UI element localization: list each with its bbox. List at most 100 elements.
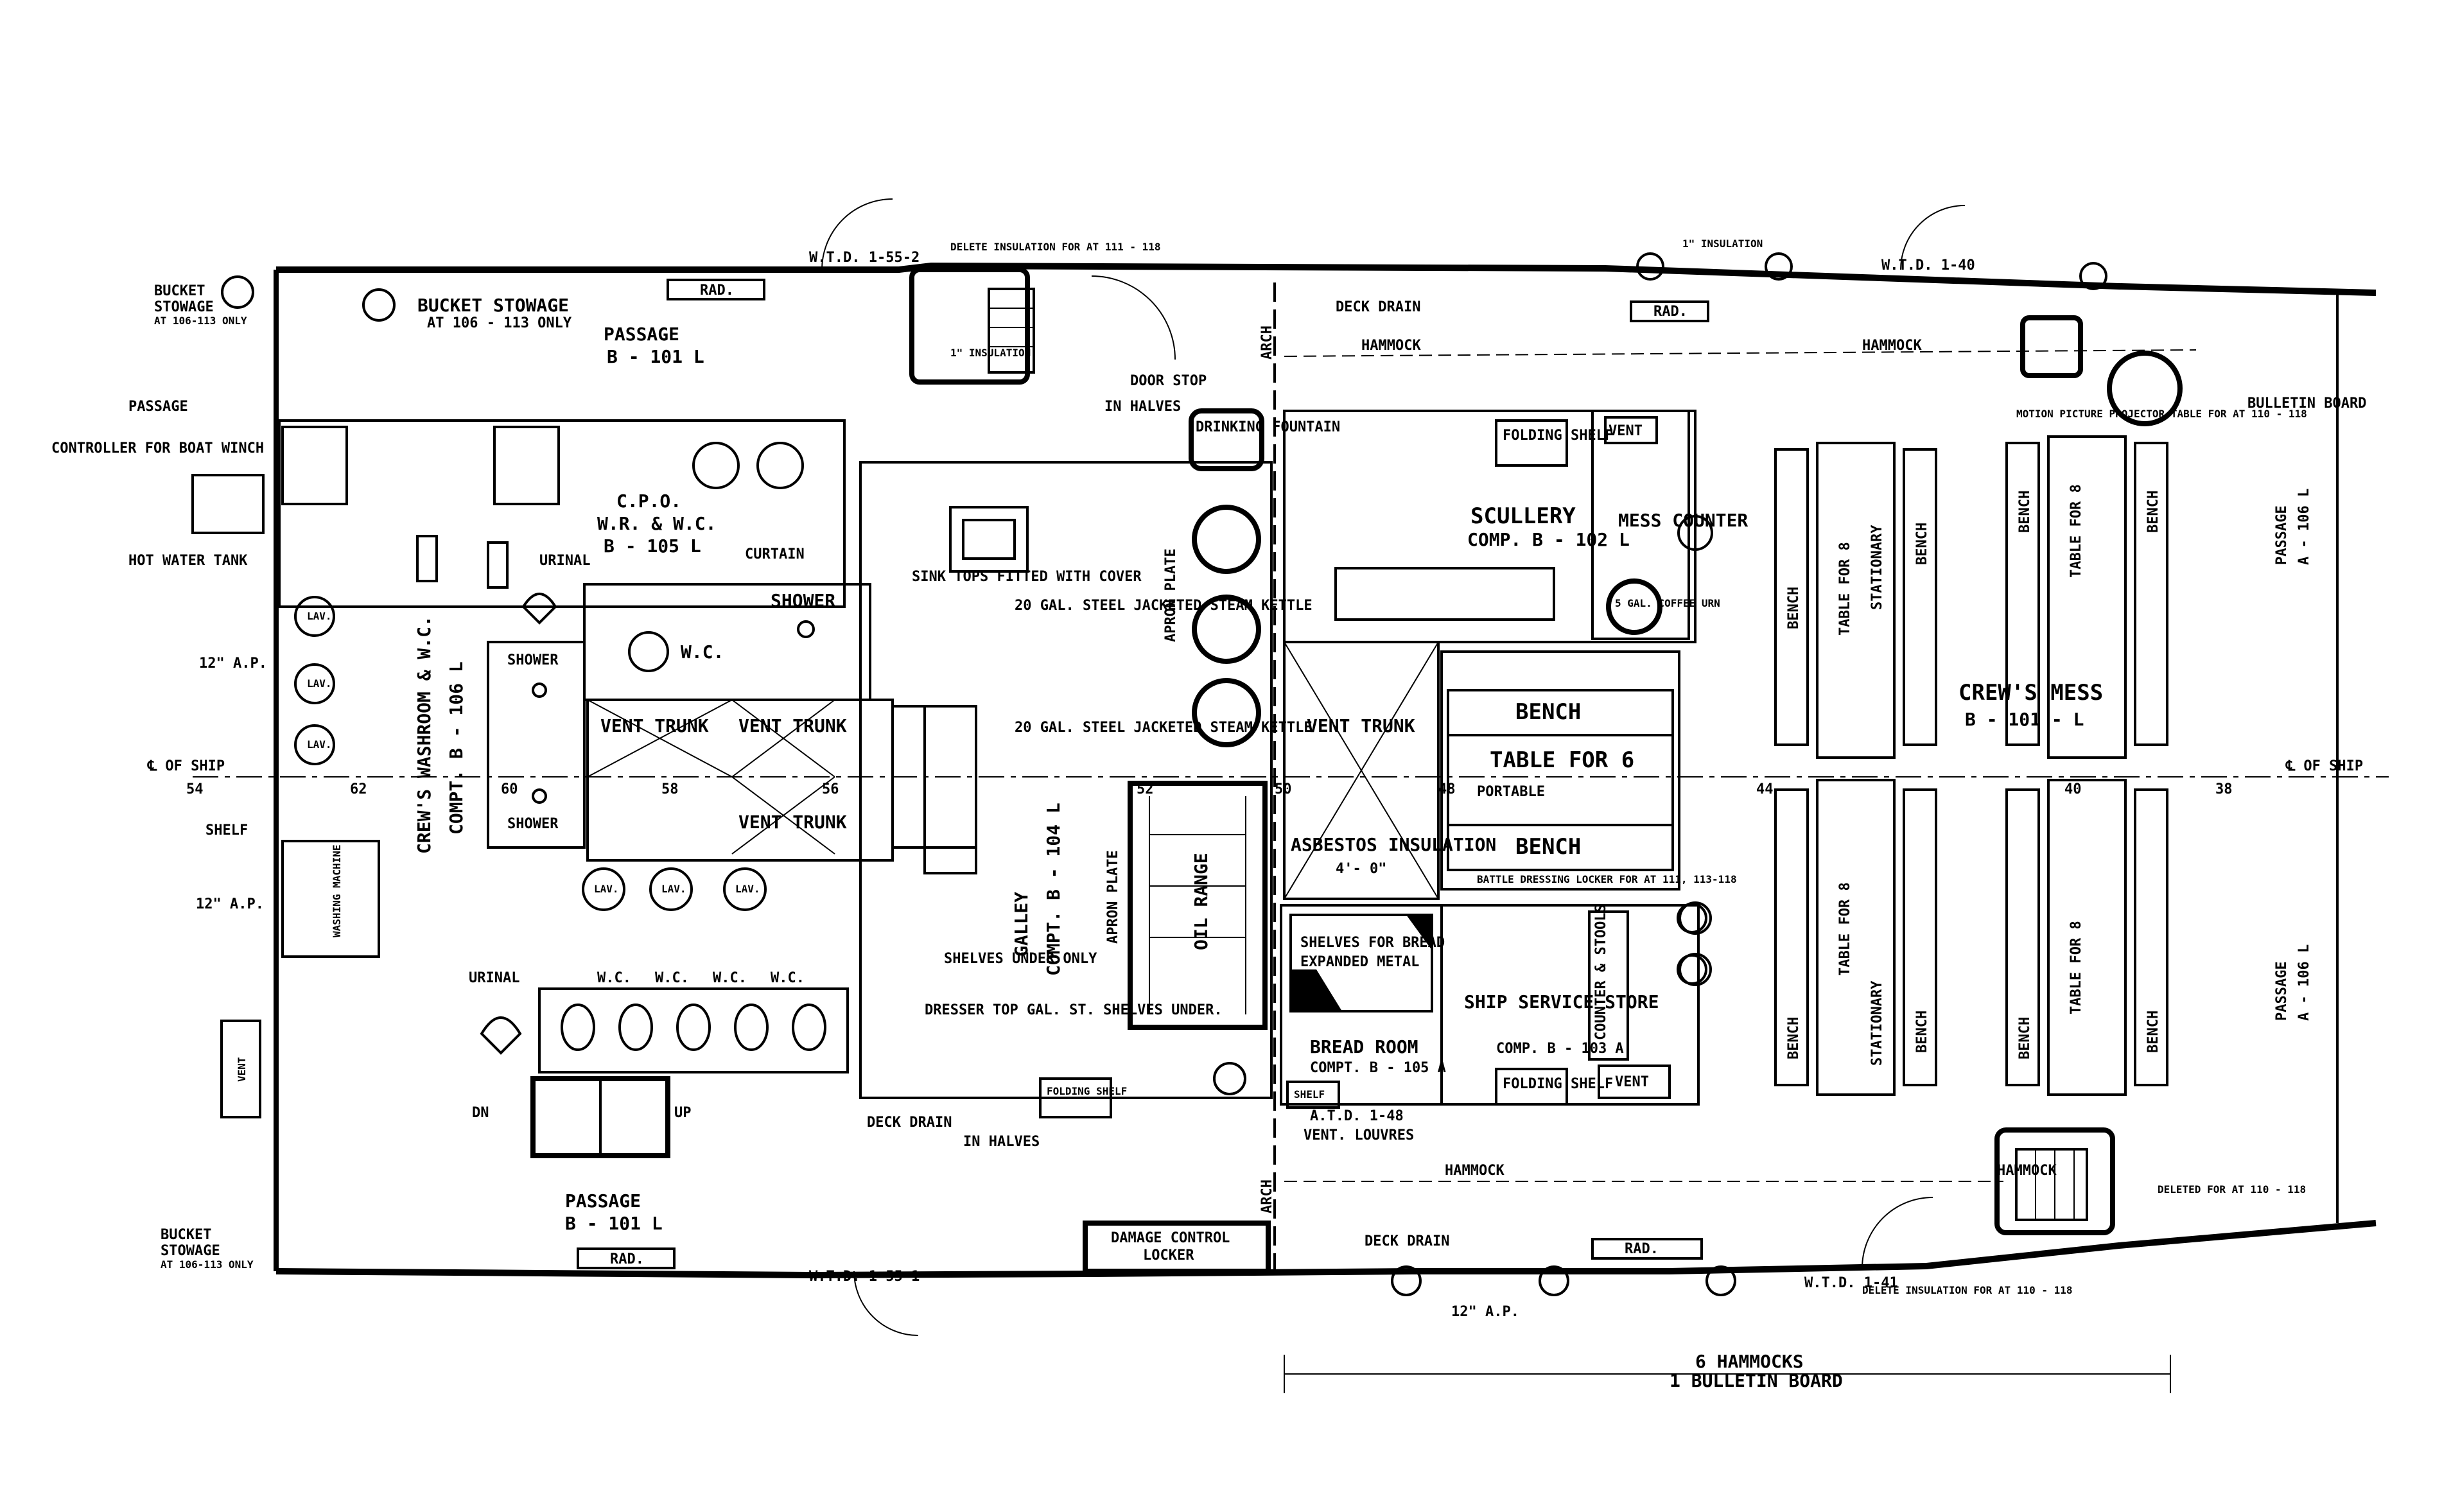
arch-bottom-label: ARCH: [1259, 1179, 1275, 1213]
bench-mess-8: [2134, 788, 2168, 1086]
curtain-label: CURTAIN: [745, 546, 805, 562]
lav-crew-6: [723, 867, 767, 911]
crews-washroom: CREW'S WASHROOM & W.C. COMPT. B - 106 L …: [220, 596, 920, 1336]
center-vent-trunk-label: VENT TRUNK: [1307, 715, 1415, 736]
bulletin-board-label: BULLETIN BOARD: [2247, 395, 2366, 412]
galley-outline: [859, 461, 1273, 1099]
rad-bottom-left-label: RAD.: [610, 1251, 644, 1267]
atd-label: A.T.D. 1-48: [1310, 1108, 1404, 1124]
vent-store: [1598, 1064, 1671, 1099]
wc-row-box: [538, 987, 849, 1073]
crews-mess: CREW'S MESS B - 101 - L BENCH BENCH TABL…: [1774, 315, 2366, 1235]
crews-mess-code: B - 101 - L: [1965, 709, 2084, 730]
frame-44-label: 44: [1756, 781, 1774, 797]
galley-code: COMPT. B - 104 L: [1043, 803, 1064, 976]
scuttle-top-1: [1636, 252, 1664, 281]
rad-cpo-1: [416, 535, 438, 582]
hot-water-tank-label: HOT WATER TANK: [128, 553, 248, 569]
wc-row-label-2: W.C.: [655, 970, 689, 986]
insulation-label-top: 1" INSULATION: [950, 347, 1031, 359]
in-halves-bottom: IN HALVES: [963, 1134, 1040, 1150]
locker-1: [281, 426, 348, 505]
shelf-bread-label: SHELF: [1294, 1088, 1325, 1100]
ship-store-outline: [1440, 904, 1700, 1106]
urinal-2-fixture: [480, 1016, 522, 1055]
table-8-label-2: TABLE FOR 8: [2068, 484, 2084, 578]
shower-label-1: SHOWER: [771, 590, 835, 611]
bucket-stowage-left-label-2: STOWAGE: [154, 299, 214, 315]
frame-62-label: 62: [350, 781, 367, 797]
bench-mess-1-label: BENCH: [1786, 587, 1802, 629]
wtd-top-left-label: W.T.D. 1-55-2: [809, 250, 920, 266]
scuttle-bottom-1: [1391, 1265, 1422, 1296]
centerline-label-left: ℄ OF SHIP: [147, 758, 225, 774]
passage-right-top: PASSAGE: [2274, 505, 2290, 565]
scuttle-bottom-2: [1539, 1265, 1569, 1296]
hammock-line-top: HAMMOCK HAMMOCK: [1284, 338, 2197, 357]
galley-label: GALLEY: [1011, 892, 1032, 957]
stationary-label-2: STATIONARY: [1869, 980, 1885, 1066]
vent-louvres-label: VENT. LOUVRES: [1304, 1127, 1414, 1143]
twelve-ap-left-1: 12" A.P.: [199, 656, 267, 672]
table-mess-3: [1816, 779, 1896, 1096]
bread-shelf-hatch-2: [1406, 915, 1432, 950]
passage-top-code: B - 101 L: [607, 346, 704, 367]
oil-range-box: [1128, 781, 1268, 1030]
washing-machine-box: [281, 840, 380, 958]
lav-cpo-2: [756, 442, 804, 489]
bench-mess-7-label: BENCH: [2017, 1017, 2033, 1059]
bench-mess-4-label: BENCH: [2145, 491, 2161, 533]
vent-trunk-label-2: VENT TRUNK: [738, 715, 847, 736]
bucket-stowage-bottom-label-2: STOWAGE: [161, 1243, 220, 1259]
bucket-circle-top: [362, 288, 396, 322]
ladder-top: [988, 288, 1035, 374]
rad-bottom-right: [1591, 1238, 1703, 1260]
wc-fixture-5: [792, 1004, 826, 1051]
portable-label: PORTABLE: [1477, 784, 1545, 800]
shelf-bread: [1286, 1081, 1340, 1109]
wc-fixture-3: [676, 1004, 711, 1051]
shower-left-outline: [487, 641, 586, 849]
shelves-under-label: SHELVES UNDER ONLY: [944, 951, 1097, 967]
table-six-outline: [1440, 650, 1680, 891]
urinal-1-fixture: [521, 593, 557, 625]
lav-label-5: LAV.: [661, 883, 686, 895]
scuttle-top-2: [1765, 252, 1793, 281]
hammock-bottom-label: HAMMOCK: [1445, 1163, 1505, 1179]
damage-control-locker: DAMAGE CONTROL LOCKER: [1083, 1221, 1271, 1274]
bulletin-board-circle: [2107, 351, 2183, 426]
coffee-urn-label: 5 GAL. COFFEE URN: [1615, 597, 1720, 609]
wtd-top-right-label: W.T.D. 1-40: [1881, 257, 1975, 274]
passage-top-label: PASSAGE: [604, 324, 679, 345]
bucket-stowage-bottom-sub: AT 106-113 ONLY: [161, 1258, 254, 1271]
hatch-top-right: [2020, 315, 2083, 378]
bucket-stowage-left-sub: AT 106-113 ONLY: [154, 315, 247, 327]
mess-counter-box: [1591, 410, 1690, 640]
bench-mess-6-label: BENCH: [1914, 1011, 1930, 1053]
bench-mess-3: [2005, 442, 2040, 746]
cpo-code: B - 105 L: [604, 535, 701, 557]
bread-shelves: [1289, 914, 1433, 1012]
table-mess-4: [2047, 779, 2127, 1096]
apron-plate-label-2: APRON PLATE: [1105, 850, 1121, 944]
oil-range-label: OIL RANGE: [1191, 853, 1212, 950]
misc-fixtures: [1636, 252, 2107, 986]
frame-58-label: 58: [661, 781, 679, 797]
shower-label-2: SHOWER: [507, 652, 559, 668]
insulation-label-right: 1" INSULATION: [1682, 238, 1763, 250]
asbestos-dim: 4'- 0": [1336, 861, 1386, 877]
lav-crew-2: [294, 663, 335, 704]
shower-block: SHOWER SHOWER SHOWER W.C. VENT TRUNK VEN…: [487, 583, 977, 862]
steam-kettle-2: [1192, 595, 1261, 664]
counter-box: [1588, 910, 1629, 1061]
bench-mess-5: [1774, 788, 1809, 1086]
bench-mess-8-label: BENCH: [2145, 1011, 2161, 1053]
steam-kettle-3: [1192, 678, 1261, 747]
delete-insulation-top: DELETE INSULATION FOR AT 111 - 118: [950, 241, 1161, 253]
wc-fixture-cpo: [628, 631, 669, 672]
bucket-stowage-top-label: BUCKET STOWAGE: [417, 295, 569, 316]
asbestos-label: ASBESTOS INSULATION: [1291, 834, 1496, 855]
bench-mess-4: [2134, 442, 2168, 746]
passage-left-label: PASSAGE: [128, 399, 188, 415]
rad-bottom-right-label: RAD.: [1625, 1241, 1659, 1257]
